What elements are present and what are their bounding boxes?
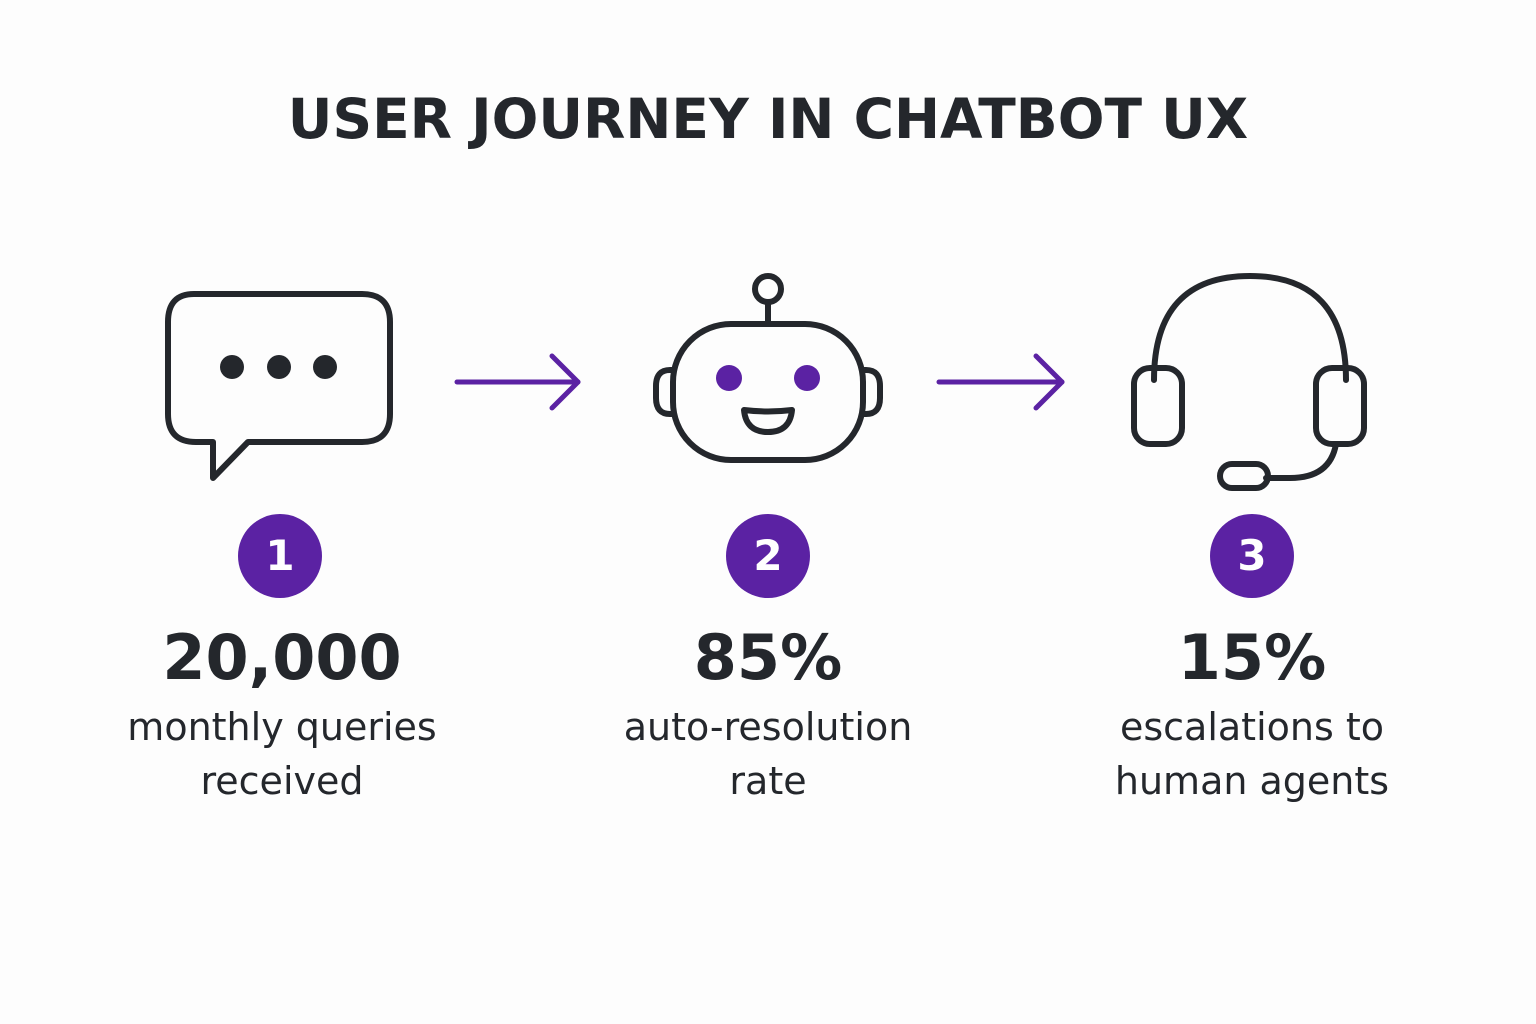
step-description-line: rate bbox=[729, 759, 807, 803]
page-title: USER JOURNEY IN CHATBOT UX bbox=[287, 87, 1249, 151]
robot-icon bbox=[653, 273, 883, 463]
headset-icon bbox=[1131, 273, 1367, 491]
step-number-badge: 2 bbox=[726, 514, 810, 598]
arrow-right-icon bbox=[454, 353, 581, 411]
chat-bubble-icon bbox=[165, 291, 393, 481]
step-description-line: auto-resolution bbox=[623, 705, 913, 749]
step-stat-value: 20,000 bbox=[162, 621, 402, 694]
step-stat-value: 85% bbox=[693, 621, 843, 694]
step-description-line: received bbox=[200, 759, 364, 803]
step-description-line: human agents bbox=[1114, 759, 1390, 803]
step-number-badge: 1 bbox=[238, 514, 322, 598]
arrow-right-icon bbox=[936, 353, 1065, 411]
step-description-line: monthly queries bbox=[127, 705, 437, 749]
step-description-line: escalations to bbox=[1119, 705, 1384, 749]
step-stat-value: 15% bbox=[1177, 621, 1327, 694]
step-number-badge: 3 bbox=[1210, 514, 1294, 598]
